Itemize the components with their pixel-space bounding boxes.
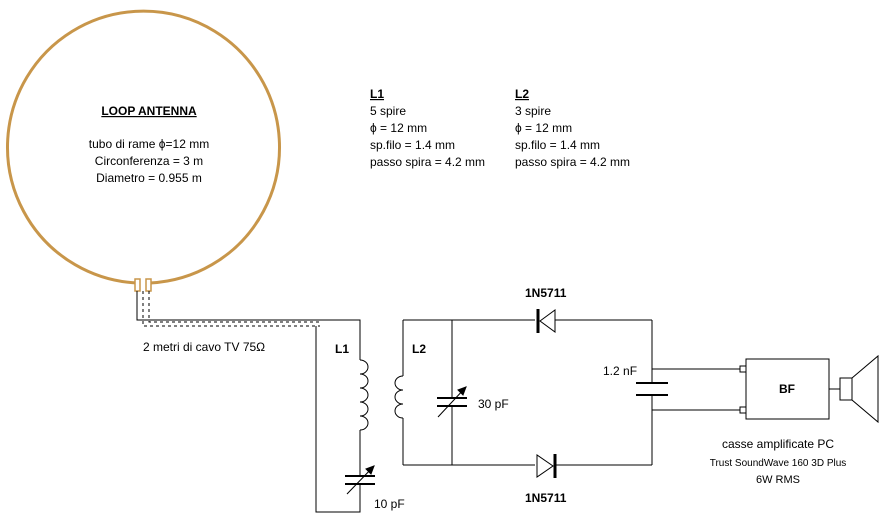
coax-cable <box>136 291 361 513</box>
amp-input-2 <box>739 406 747 414</box>
speakers-line-1: casse amplificate PC <box>722 437 834 451</box>
diode-bottom <box>536 454 652 478</box>
coil-l2-line-1: 3 spire <box>515 104 551 118</box>
antenna-line-1: tubo di rame ϕ=12 mm <box>89 137 209 151</box>
coil-spec-l2: L2 3 spire ϕ = 12 mm sp.filo = 1.4 mm pa… <box>515 87 630 169</box>
l2-label: L2 <box>412 342 426 356</box>
l1-inductor <box>359 359 369 431</box>
antenna-line-3: Diametro = 0.955 m <box>96 171 202 185</box>
amplifier <box>739 358 830 420</box>
loop-terminal-left <box>134 278 141 292</box>
amp-box <box>745 358 830 420</box>
diode-bottom-label: 1N5711 <box>525 491 567 505</box>
coil-l1-line-3: sp.filo = 1.4 mm <box>370 138 455 152</box>
coil-l2-line-2: ϕ = 12 mm <box>515 121 572 135</box>
cable-label: 2 metri di cavo TV 75Ω <box>143 340 265 354</box>
amp-input-1 <box>739 365 747 373</box>
coil-l2-line-4: passo spira = 4.2 mm <box>515 155 630 169</box>
coil-spec-l1: L1 5 spire ϕ = 12 mm sp.filo = 1.4 mm pa… <box>370 87 485 169</box>
amp-label: BF <box>779 382 795 396</box>
speakers-line-3: 6W RMS <box>756 474 800 486</box>
antenna-title: LOOP ANTENNA <box>101 104 197 118</box>
diode-top <box>536 309 652 333</box>
coil-l1-title: L1 <box>370 87 384 101</box>
speaker-icon <box>829 354 879 424</box>
speakers-line-2: Trust SoundWave 160 3D Plus <box>710 458 847 469</box>
l1-label: L1 <box>335 342 349 356</box>
antenna-line-2: Circonferenza = 3 m <box>95 154 203 168</box>
coil-l2-title: L2 <box>515 87 529 101</box>
cap-10pf-label: 10 pF <box>374 497 405 511</box>
coil-l1-line-1: 5 spire <box>370 104 406 118</box>
loop-ring <box>6 9 281 285</box>
l2-circuit <box>394 319 535 466</box>
l1-circuit <box>345 359 375 498</box>
loop-terminal-right <box>145 278 152 292</box>
coil-l2-line-3: sp.filo = 1.4 mm <box>515 138 600 152</box>
coil-l1-line-4: passo spira = 4.2 mm <box>370 155 485 169</box>
cap-10pf <box>345 465 375 498</box>
coil-l1-line-2: ϕ = 12 mm <box>370 121 427 135</box>
cap-30pf-label: 30 pF <box>478 397 509 411</box>
diode-top-label: 1N5711 <box>525 286 567 300</box>
cap-output-label: 1.2 nF <box>603 364 637 378</box>
l2-inductor <box>394 375 404 419</box>
cap-output <box>636 320 742 465</box>
loop-antenna: LOOP ANTENNA tubo di rame ϕ=12 mm Circon… <box>6 9 281 292</box>
